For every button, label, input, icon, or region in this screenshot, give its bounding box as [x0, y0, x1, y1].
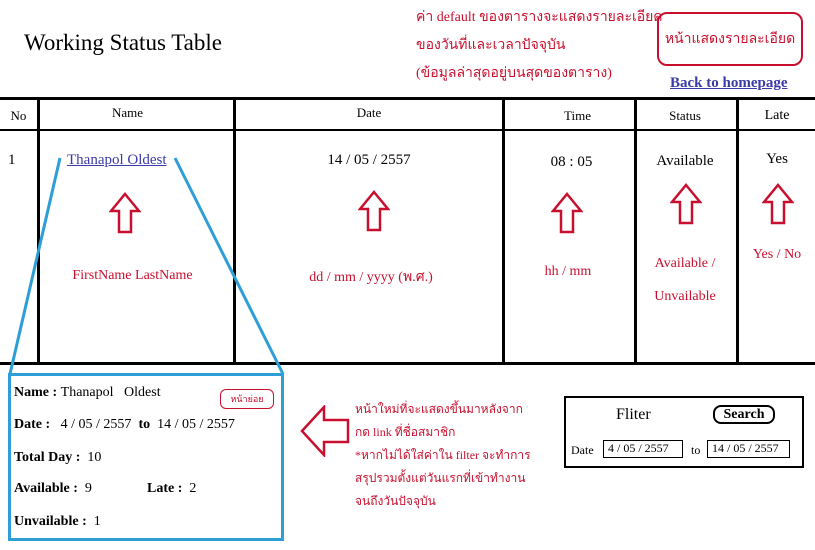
filter-title: Fliter	[616, 406, 651, 423]
filter-to-label: to	[691, 443, 701, 457]
popup-name-row: Name : Thanapol Oldest	[14, 385, 161, 401]
status-format-hint-2: Unvailable	[654, 289, 716, 304]
row-late: Yes	[766, 151, 788, 167]
row-time: 08 : 05	[550, 154, 593, 170]
popup-date-to: 14 / 05 / 2557	[157, 417, 235, 432]
row-date: 14 / 05 / 2557	[327, 152, 411, 168]
page-title: Working Status Table	[24, 30, 222, 55]
filter-date-to-input[interactable]: 14 / 05 / 2557	[707, 440, 790, 458]
popup-note-line-3: *หากไม่ได้ใส่ค่าใน filter จะทำการ	[355, 448, 531, 462]
row-status: Available	[656, 153, 714, 169]
popup-late-value: 2	[189, 481, 197, 496]
default-note-line-2: ของวันที่และเวลาปัจจุบัน	[416, 38, 566, 53]
popup-total-row: Total Day : 10	[14, 450, 101, 466]
up-arrow-icon	[109, 192, 141, 234]
popup-date-row: Date : 4 / 05 / 2557 to 14 / 05 / 2557	[14, 417, 235, 433]
column-divider	[502, 97, 505, 365]
row-no: 1	[8, 152, 16, 168]
popup-name-label: Name :	[14, 385, 58, 400]
up-arrow-icon	[762, 183, 794, 225]
status-format-hint-1: Available /	[654, 256, 716, 271]
working-status-table	[0, 97, 815, 365]
popup-total-value: 10	[87, 450, 102, 465]
up-arrow-icon	[358, 190, 390, 232]
popup-note-line-2: กด link ที่ชื่อสมาชิก	[355, 425, 456, 439]
popup-unavailable-label: Unvailable :	[14, 514, 87, 529]
date-format-hint: dd / mm / yyyy (พ.ศ.)	[309, 270, 433, 285]
search-button[interactable]: Search	[713, 405, 775, 424]
popup-total-label: Total Day :	[14, 450, 81, 465]
up-arrow-icon	[551, 192, 583, 234]
column-header-status: Status	[669, 108, 701, 123]
popup-unavailable-row: Unvailable : 1	[14, 514, 101, 530]
filter-date-label: Date	[571, 443, 594, 457]
column-header-late: Late	[764, 108, 790, 123]
column-header-date: Date	[356, 105, 382, 120]
popup-available-label: Available :	[14, 481, 78, 496]
popup-note-line-4: สรุปรวมตั้งแต่วันแรกที่เข้าทำงาน	[355, 471, 526, 485]
popup-late-label: Late :	[147, 481, 183, 496]
column-header-name: Name	[111, 105, 144, 120]
popup-note-line-5: จนถึงวันปัจจุบัน	[355, 494, 436, 508]
filter-date-from-input[interactable]: 4 / 05 / 2557	[603, 440, 683, 458]
left-arrow-icon	[300, 405, 350, 457]
column-header-no: No	[10, 108, 27, 123]
column-divider	[736, 97, 739, 365]
detail-page-label: หน้าแสดงรายละเอียด	[657, 12, 803, 66]
subpage-badge: หน้าย่อย	[220, 389, 274, 409]
column-divider	[233, 97, 236, 365]
column-header-time: Time	[564, 108, 591, 123]
column-divider	[37, 97, 40, 365]
popup-available-value: 9	[84, 481, 92, 496]
popup-name-value: Thanapol Oldest	[60, 385, 161, 400]
late-format-hint: Yes / No	[752, 247, 802, 262]
name-format-hint: FirstName LastName	[72, 268, 193, 283]
filter-panel	[564, 396, 804, 468]
popup-available-row: Available : 9	[14, 481, 92, 497]
default-note-line-3: (ข้อมูลล่าสุดอยู่บนสุดของตาราง)	[416, 66, 612, 81]
popup-date-from: 4 / 05 / 2557	[60, 417, 132, 432]
table-header-divider	[0, 129, 815, 131]
member-summary-popup	[8, 373, 284, 541]
popup-late-row: Late : 2	[147, 481, 196, 497]
time-format-hint: hh / mm	[544, 264, 592, 279]
default-note-line-1: ค่า default ของตารางจะแสดงรายละเอียด	[416, 10, 663, 25]
popup-to-label: to	[138, 417, 151, 432]
up-arrow-icon	[670, 183, 702, 225]
column-divider	[634, 97, 637, 365]
back-to-homepage-link[interactable]: Back to homepage	[670, 75, 788, 91]
popup-unavailable-value: 1	[93, 514, 101, 529]
popup-date-label: Date :	[14, 417, 51, 432]
popup-note-line-1: หน้าใหม่ที่จะแสดงขึ้นมาหลังจาก	[355, 402, 523, 416]
member-name-link[interactable]: Thanapol Oldest	[67, 152, 167, 168]
